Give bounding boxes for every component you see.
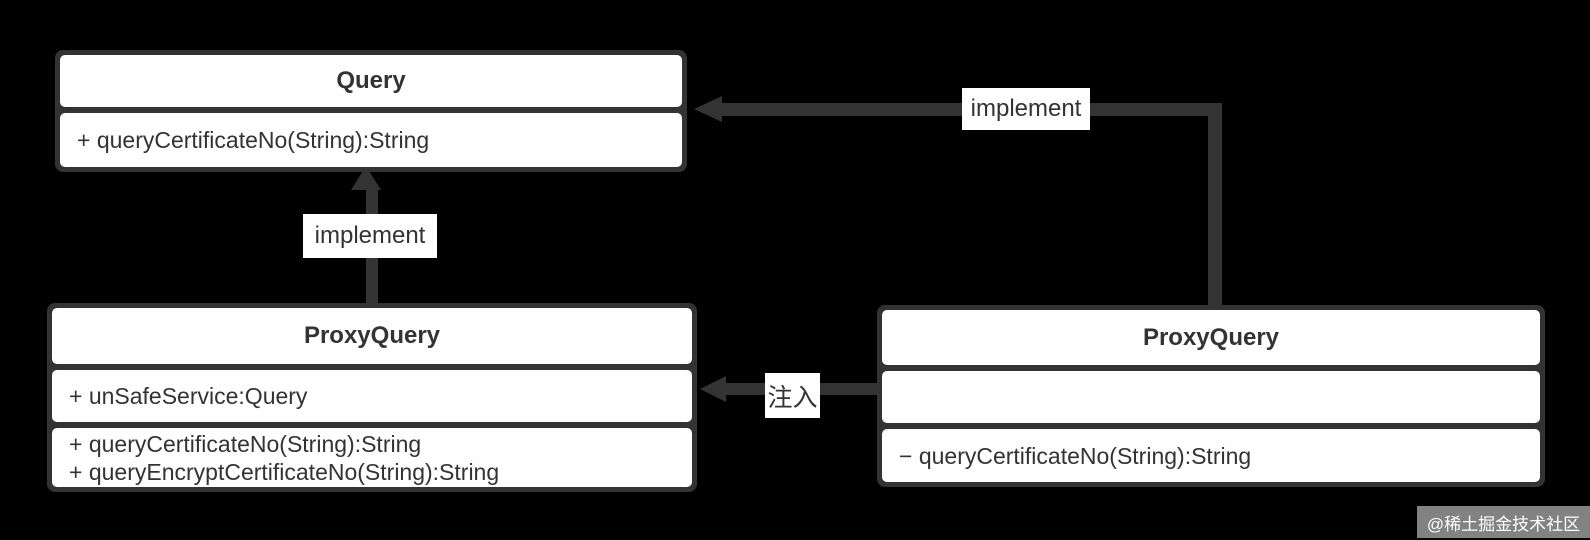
class-method: + queryCertificateNo(String):String — [77, 127, 430, 153]
class-attribute: + unSafeService:Query — [69, 383, 308, 409]
class-title: ProxyQuery — [882, 310, 1540, 365]
class-methods-compartment: − queryCertificateNo(String):String — [882, 429, 1540, 482]
class-method: − queryCertificateNo(String):String — [899, 442, 1252, 469]
edge-implement-right-line-vertical — [1208, 103, 1222, 305]
edge-label-implement-right: implement — [962, 88, 1090, 130]
class-box-proxyquery-right: ProxyQuery − queryCertificateNo(String):… — [877, 305, 1545, 487]
class-box-proxyquery-left: ProxyQuery + unSafeService:Query + query… — [47, 303, 697, 492]
class-title: Query — [60, 55, 682, 107]
class-title: ProxyQuery — [52, 308, 692, 364]
arrow-left-icon — [694, 96, 722, 122]
class-methods-compartment: + queryCertificateNo(String):String — [60, 113, 682, 167]
arrow-left-icon — [700, 376, 726, 402]
class-attributes-compartment: + unSafeService:Query — [52, 370, 692, 422]
class-method: + queryEncryptCertificateNo(String):Stri… — [69, 458, 500, 485]
class-attributes-compartment-empty — [882, 371, 1540, 423]
class-box-query: Query + queryCertificateNo(String):Strin… — [55, 50, 687, 172]
edge-label-implement-left: implement — [303, 214, 437, 258]
edge-label-inject: 注入 — [765, 373, 820, 418]
watermark-juejin: @稀土掘金技术社区 — [1417, 506, 1590, 538]
class-method: + queryCertificateNo(String):String — [69, 430, 422, 457]
class-methods-compartment: + queryCertificateNo(String):String + qu… — [52, 428, 692, 487]
